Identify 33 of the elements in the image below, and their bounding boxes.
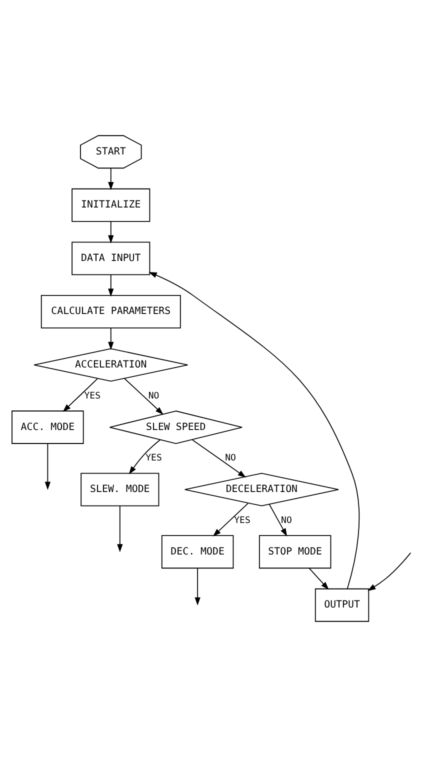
arrow (44, 443, 51, 490)
node-diamond: ACCELERATION (34, 348, 188, 382)
node-box: CALCULATE PARAMETERS (40, 294, 181, 328)
arrow (148, 272, 360, 590)
node-box: SLEW. MODE (80, 472, 160, 506)
arrow (192, 439, 246, 478)
edge-label: NO (148, 391, 160, 402)
arrow (368, 552, 412, 591)
edge-label: YES (234, 516, 250, 526)
arrow (108, 221, 114, 244)
arrow (212, 502, 249, 537)
arrow (62, 378, 98, 412)
arrow (117, 506, 123, 552)
edge-label: YES (146, 454, 162, 464)
node-diamond: SLEW SPEED (109, 410, 242, 444)
arrow (194, 568, 200, 606)
arrow (108, 274, 114, 297)
edge-label: NO (225, 454, 236, 464)
node-box: OUTPUT (314, 588, 370, 622)
arrow (128, 439, 161, 474)
arrow (108, 168, 114, 190)
node-box: STOP MODE (258, 535, 332, 569)
node-diamond: DECELERATION (184, 472, 339, 506)
node-box: DATA INPUT (72, 242, 150, 276)
edge-label: NO (281, 516, 292, 526)
node-box: DEC. MODE (161, 535, 234, 569)
edge-label: YES (84, 391, 101, 402)
arrow (308, 568, 329, 590)
node-box: ACC. MODE (12, 410, 84, 444)
arrow (268, 504, 288, 536)
node-box: INITIALIZE (72, 188, 150, 222)
arrow (108, 328, 114, 350)
arrow (124, 378, 164, 415)
